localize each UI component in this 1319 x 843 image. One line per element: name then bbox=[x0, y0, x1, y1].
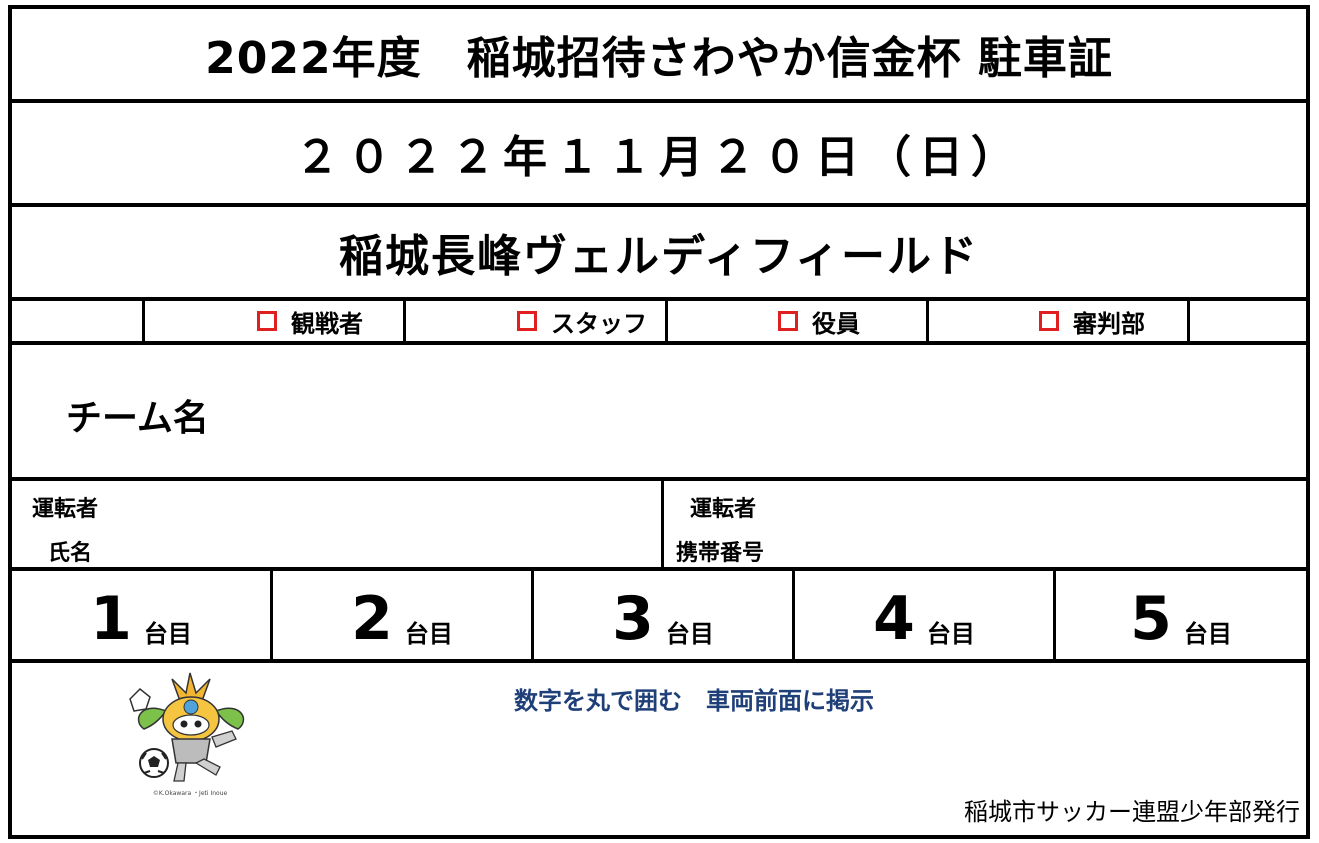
checkbox-icon[interactable] bbox=[517, 311, 537, 331]
car-number: 3 bbox=[612, 584, 654, 654]
role-option-official[interactable]: 役員 bbox=[668, 301, 929, 341]
role-label-staff: スタッフ bbox=[551, 309, 647, 338]
car-option-1[interactable]: 1 台目 bbox=[12, 571, 273, 659]
checkbox-icon[interactable] bbox=[257, 311, 277, 331]
car-number: 1 bbox=[90, 584, 132, 654]
driver-name-label-line1: 運転者 bbox=[32, 497, 99, 522]
car-unit: 台目 bbox=[926, 620, 975, 648]
driver-name-label-line2: 氏名 bbox=[48, 541, 93, 566]
mascot-logo-icon: ©K.Okawara ・Jeti Inoue bbox=[129, 672, 245, 797]
title-row: 2022年度 稲城招待さわやか信金杯 駐車証 bbox=[12, 9, 1306, 103]
role-option-staff[interactable]: スタッフ bbox=[406, 301, 668, 341]
publisher-text: 稲城市サッカー連盟少年部発行 bbox=[964, 798, 1300, 826]
permit-title: 2022年度 稲城招待さわやか信金杯 駐車証 bbox=[205, 33, 1113, 84]
role-label-referee: 審判部 bbox=[1073, 309, 1145, 338]
car-option-4[interactable]: 4 台目 bbox=[795, 571, 1056, 659]
driver-row: 運転者 氏名 運転者 携帯番号 bbox=[12, 481, 1306, 571]
car-unit: 台目 bbox=[1183, 620, 1232, 648]
car-unit: 台目 bbox=[404, 620, 453, 648]
driver-name-field[interactable]: 運転者 氏名 bbox=[12, 481, 664, 567]
role-spacer-left bbox=[12, 301, 145, 341]
car-option-2[interactable]: 2 台目 bbox=[273, 571, 534, 659]
team-name-label: チーム名 bbox=[66, 398, 209, 439]
car-unit: 台目 bbox=[665, 620, 714, 648]
role-label-spectator: 観戦者 bbox=[291, 309, 363, 338]
car-count-row: 1 台目 2 台目 3 台目 4 台目 5 台目 bbox=[12, 571, 1306, 663]
team-row[interactable]: チーム名 bbox=[12, 345, 1306, 481]
parking-permit: 2022年度 稲城招待さわやか信金杯 駐車証 ２０２２年１１月２０日（日） 稲城… bbox=[8, 5, 1310, 839]
car-option-5[interactable]: 5 台目 bbox=[1056, 571, 1306, 659]
car-number: 4 bbox=[873, 584, 915, 654]
date-row: ２０２２年１１月２０日（日） bbox=[12, 103, 1306, 207]
venue-row: 稲城長峰ヴェルディフィールド bbox=[12, 207, 1306, 301]
driver-phone-label-line1: 運転者 bbox=[690, 497, 757, 522]
role-option-spectator[interactable]: 観戦者 bbox=[145, 301, 406, 341]
role-label-official: 役員 bbox=[812, 309, 860, 338]
instruction-text: 数字を丸で囲む 車両前面に掲示 bbox=[514, 687, 874, 715]
car-option-3[interactable]: 3 台目 bbox=[534, 571, 795, 659]
driver-phone-field[interactable]: 運転者 携帯番号 bbox=[664, 481, 1306, 567]
mascot-credit: ©K.Okawara ・Jeti Inoue bbox=[153, 790, 228, 797]
car-unit: 台目 bbox=[143, 620, 192, 648]
checkbox-icon[interactable] bbox=[1039, 311, 1059, 331]
checkbox-icon[interactable] bbox=[778, 311, 798, 331]
driver-phone-label-line2: 携帯番号 bbox=[676, 541, 765, 566]
car-number: 2 bbox=[351, 584, 393, 654]
car-number: 5 bbox=[1130, 584, 1172, 654]
footer-row: ©K.Okawara ・Jeti Inoue 数字を丸で囲む 車両前面に掲示 稲… bbox=[12, 663, 1306, 835]
role-row: 観戦者 スタッフ 役員 審判部 bbox=[12, 301, 1306, 345]
event-venue: 稲城長峰ヴェルディフィールド bbox=[338, 231, 980, 282]
event-date: ２０２２年１１月２０日（日） bbox=[295, 132, 1023, 183]
role-option-referee[interactable]: 審判部 bbox=[929, 301, 1190, 341]
